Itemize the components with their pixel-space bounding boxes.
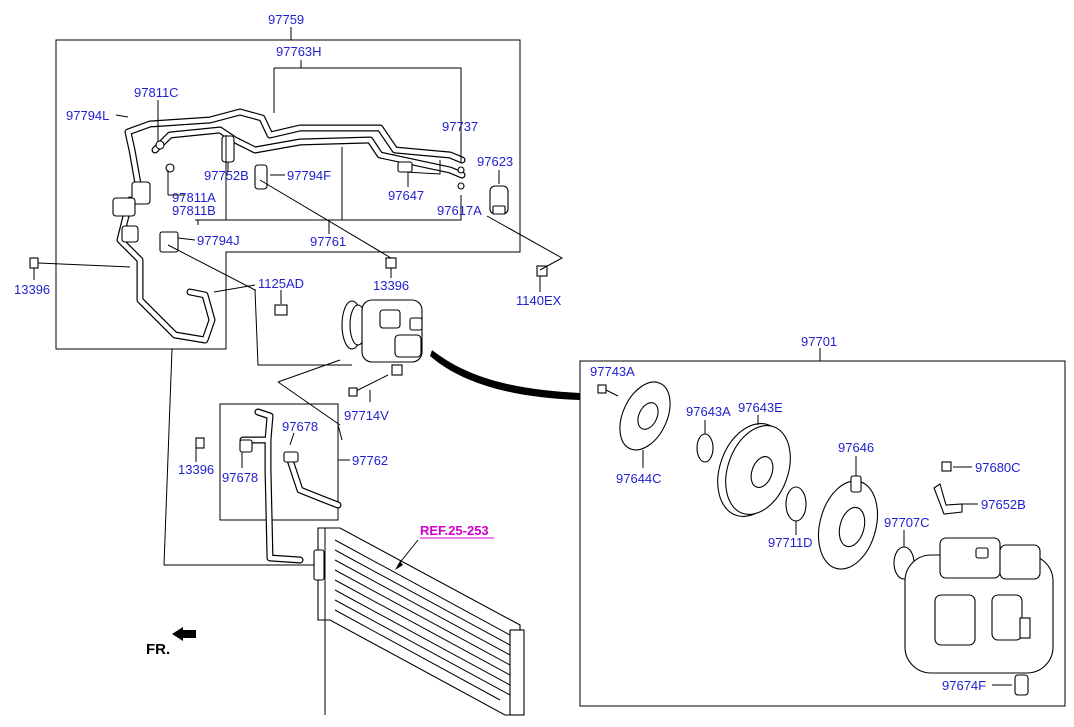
label-97647: 97647 — [388, 188, 424, 203]
liquid-hose — [195, 408, 342, 564]
lower-hose-group-frame — [219, 403, 339, 521]
label-97680C: 97680C — [975, 460, 1021, 475]
bolt-13396-mid — [385, 257, 397, 269]
label-97678-bottom: 97678 — [222, 470, 258, 485]
bolt-97680C — [941, 461, 952, 472]
front-label: FR. — [146, 641, 170, 658]
front-plate-97644C — [619, 381, 671, 451]
label-97763H: 97763H — [276, 44, 322, 59]
label-13396-left: 13396 — [14, 282, 50, 297]
front-direction-arrow — [172, 627, 196, 641]
label-97643E: 97643E — [738, 400, 783, 415]
label-97811B: 97811B — [172, 203, 216, 218]
label-97623: 97623 — [477, 154, 513, 169]
label-1125AD: 1125AD — [258, 276, 304, 291]
compressor-detail-frame — [579, 360, 1066, 707]
label-13396-low: 13396 — [178, 462, 214, 477]
detail-callout-arrow — [430, 350, 580, 400]
label-13396-mid: 13396 — [373, 278, 409, 293]
label-97761: 97761 — [310, 234, 346, 249]
label-97743A: 97743A — [590, 364, 635, 379]
bolt-97743A — [597, 384, 619, 397]
snap-ring-97643A — [696, 433, 714, 463]
reference-link[interactable]: REF.25-253 — [420, 523, 489, 538]
label-97794F: 97794F — [287, 168, 331, 183]
label-97794J: 97794J — [197, 233, 240, 248]
label-97644C: 97644C — [616, 471, 662, 486]
bolt-1125AD — [274, 290, 288, 316]
suction-discharge-pipes — [112, 108, 466, 344]
label-97701: 97701 — [801, 334, 837, 349]
label-97759: 97759 — [268, 12, 304, 27]
label-97646: 97646 — [838, 440, 874, 455]
label-97752B: 97752B — [204, 168, 249, 183]
bracket-97652B — [933, 483, 963, 515]
bolt-1140EX — [536, 265, 548, 292]
condenser — [313, 527, 525, 716]
label-97762: 97762 — [352, 453, 388, 468]
label-97794L: 97794L — [66, 108, 109, 123]
label-97707C: 97707C — [884, 515, 930, 530]
label-97617A: 97617A — [437, 203, 482, 218]
field-coil-97646 — [818, 475, 878, 570]
compressor-assembly-small — [341, 299, 423, 376]
compressor-body-large — [904, 537, 1054, 674]
bolt-97714V — [348, 374, 389, 397]
leader-lines — [33, 27, 1012, 686]
label-97643A: 97643A — [686, 404, 731, 419]
pulley-97643E — [717, 423, 791, 517]
label-97714V: 97714V — [344, 408, 389, 423]
valve-97674F — [1014, 674, 1029, 696]
label-97652B: 97652B — [981, 497, 1026, 512]
snap-ring-97711D — [785, 486, 807, 522]
label-97811C: 97811C — [134, 85, 179, 100]
receiver-drier-part — [489, 185, 509, 215]
upper-pipe-group-frame — [55, 39, 521, 350]
label-97711D: 97711D — [768, 535, 813, 550]
label-97674F: 97674F — [942, 678, 986, 693]
label-97811A: 97811A — [172, 190, 216, 205]
label-97737: 97737 — [442, 119, 478, 134]
label-1140EX: 1140EX — [516, 293, 562, 308]
label-97678-top: 97678 — [282, 419, 318, 434]
bolt-13396-left — [29, 257, 131, 269]
